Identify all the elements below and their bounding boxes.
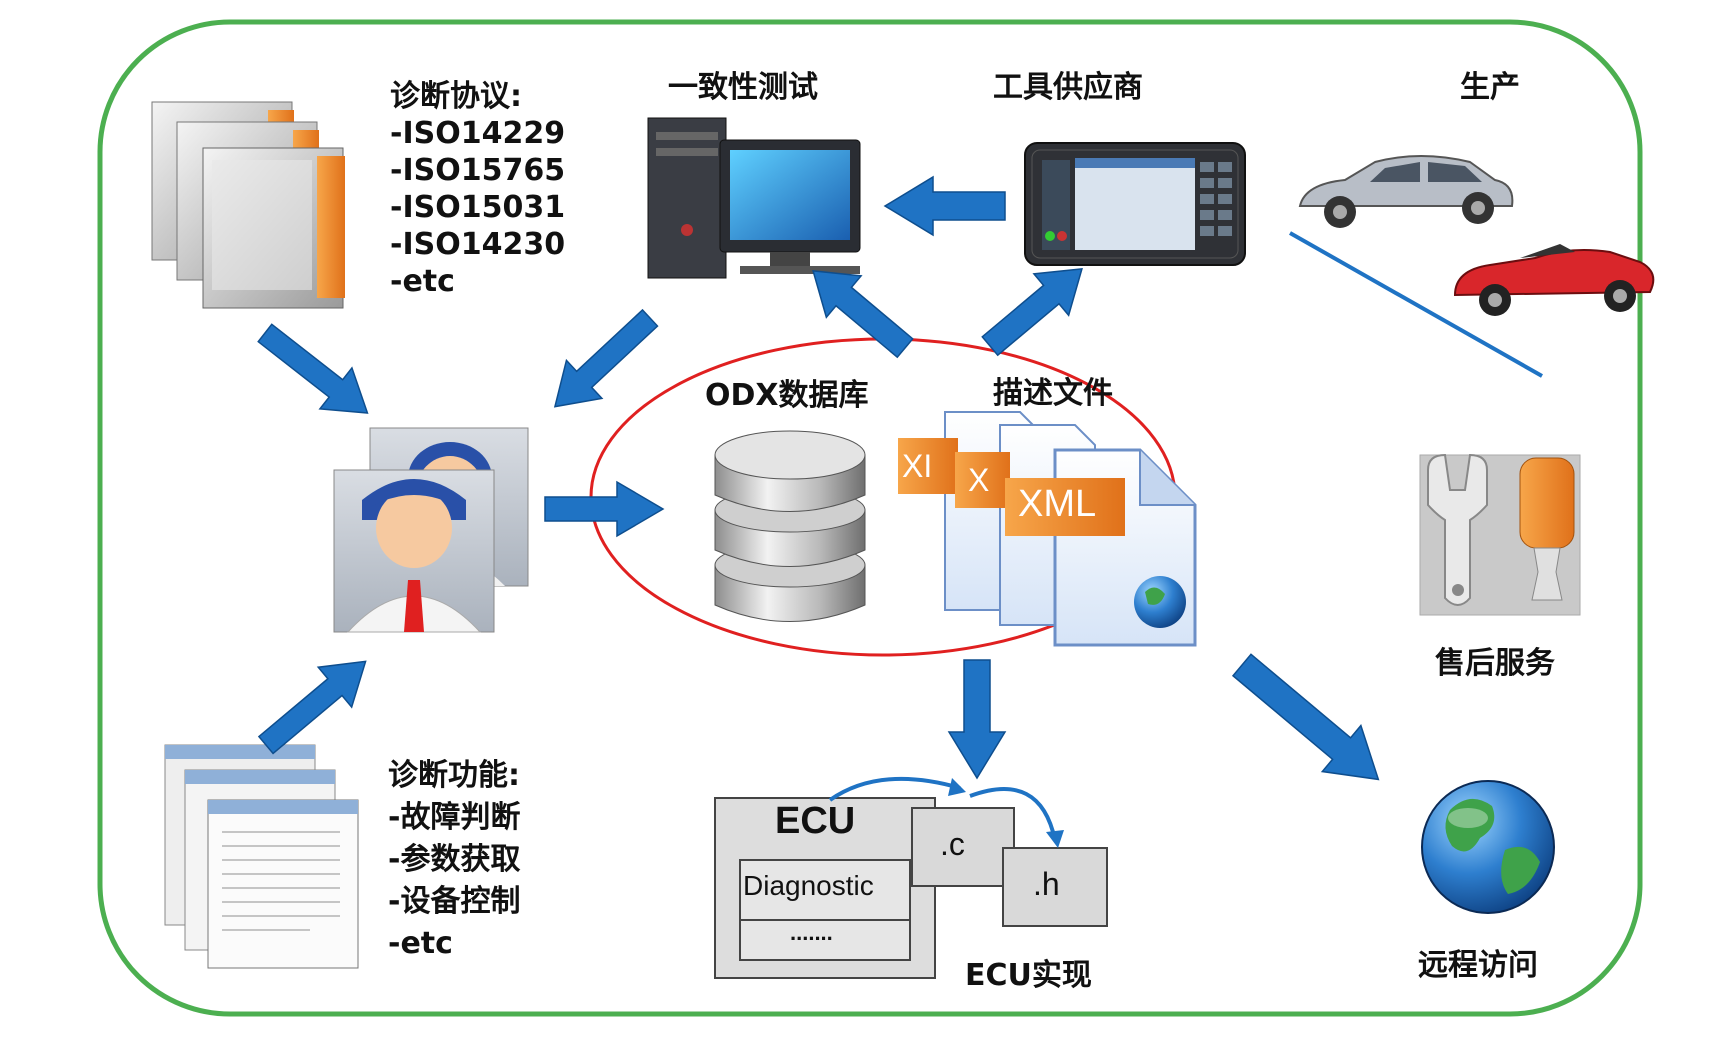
globe-icon: [1421, 780, 1555, 914]
protocol-item: -ISO15765: [390, 153, 566, 188]
ecu-block: [714, 776, 1108, 979]
ecu-implementation-label: ECU实现: [965, 958, 1092, 993]
production-label: 生产: [1460, 70, 1520, 105]
aftersales-label: 售后服务: [1435, 646, 1555, 681]
protocol-item: -etc: [390, 264, 455, 299]
protocol-item: -ISO14230: [390, 227, 566, 262]
protocol-documents-icon: [151, 101, 345, 309]
protocol-item: -ISO15031: [390, 190, 566, 225]
computer-icon: [647, 117, 861, 279]
tool-supplier-label: 工具供应商: [993, 70, 1143, 105]
function-item: -设备控制: [388, 884, 521, 919]
production-line: [1289, 231, 1543, 378]
tools-icon: [1419, 453, 1581, 616]
xml-tag-partial-1: XI: [902, 448, 933, 484]
odx-database-label: ODX数据库: [705, 378, 869, 413]
protocol-item: -ISO14229: [390, 116, 566, 151]
arrow-conformance-to-engineers: [553, 308, 659, 408]
h-file-label: .h: [1033, 866, 1060, 902]
arrow-odx-to-tablet: [981, 268, 1083, 357]
red-car-icon: [1453, 244, 1655, 316]
outer-frame: [97, 19, 1643, 1017]
engineers-icon: [333, 427, 529, 633]
diagnostic-tablet-icon: [1024, 142, 1246, 266]
protocols-list: 诊断协议: -ISO14229 -ISO15765 -ISO15031 -ISO…: [390, 78, 565, 300]
ecu-title: ECU: [775, 800, 856, 842]
c-file-label: .c: [940, 826, 965, 862]
protocols-heading: 诊断协议:: [390, 79, 522, 114]
database-icon: [714, 430, 866, 622]
function-item: -参数获取: [388, 842, 521, 877]
xml-tag-partial-2: X: [968, 462, 990, 498]
description-files-label: 描述文件: [993, 376, 1113, 411]
function-documents-icon: [164, 744, 359, 969]
xml-files-icon: [898, 411, 1197, 647]
arrow-protocols-to-engineers: [257, 323, 369, 414]
arrow-functions-to-engineers: [257, 660, 367, 755]
functions-heading: 诊断功能:: [388, 758, 520, 793]
functions-list: 诊断功能: -故障判断 -参数获取 -设备控制 -etc: [388, 755, 520, 965]
remote-access-label: 远程访问: [1418, 948, 1538, 983]
arrow-tablet-to-computer: [883, 175, 1006, 237]
function-item: -故障判断: [388, 800, 521, 835]
ecu-diagnostic: Diagnostic: [743, 870, 874, 901]
silver-car-icon: [1298, 155, 1514, 228]
ecu-dots: .......: [790, 920, 833, 945]
xml-tag: XML: [1018, 483, 1097, 525]
arrow-odx-to-remote: [1231, 653, 1380, 781]
function-item: -etc: [388, 926, 453, 961]
arrow-engineers-to-database: [544, 480, 665, 538]
conformance-test-label: 一致性测试: [668, 70, 818, 105]
arrow-odx-to-ecu: [947, 659, 1007, 780]
arrow-odx-to-computer: [812, 270, 914, 359]
